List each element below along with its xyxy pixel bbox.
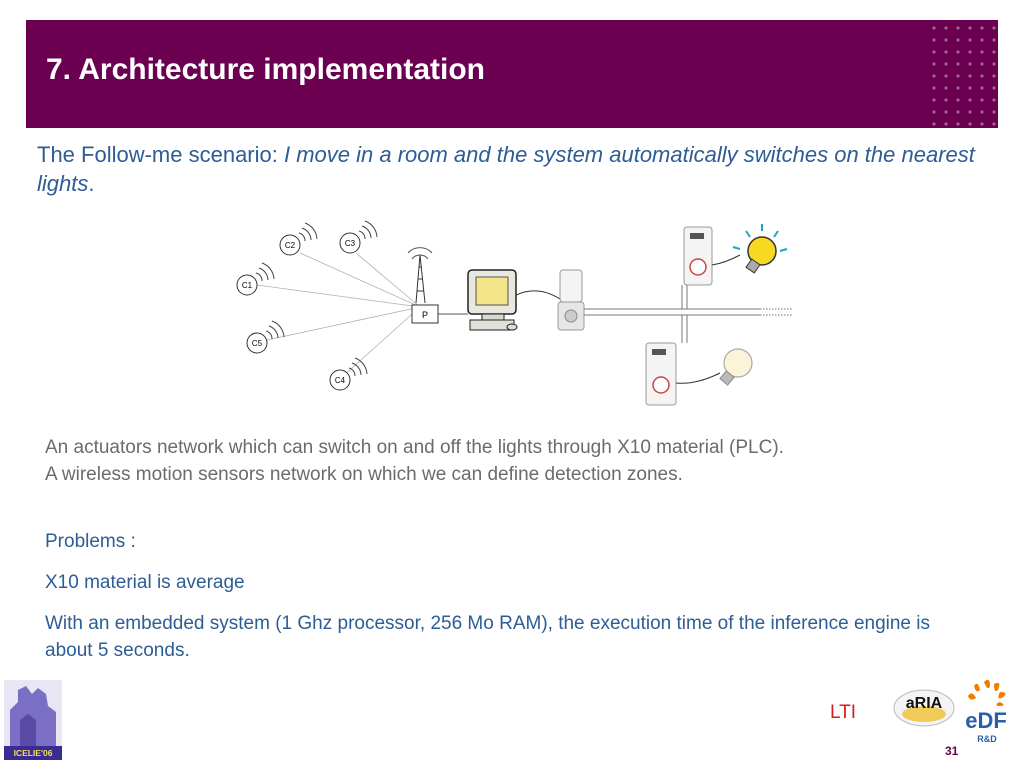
unlit-bulb-icon bbox=[719, 348, 753, 386]
sensor-c2-label: C2 bbox=[285, 241, 296, 250]
sensor-c5-label: C5 bbox=[252, 339, 263, 348]
scenario-prefix: The Follow-me scenario: bbox=[37, 142, 284, 167]
sensor-c2: C2 bbox=[279, 222, 318, 256]
aria-logo: aRIA bbox=[893, 689, 955, 727]
lit-bulb-icon bbox=[732, 224, 788, 274]
power-line bbox=[584, 285, 792, 343]
problem-item-2: With an embedded system (1 Ghz processor… bbox=[45, 613, 930, 661]
sensor-c5: C5 bbox=[246, 320, 285, 354]
problem-item-1: X10 material is average bbox=[45, 572, 245, 593]
sensor-c3: C3 bbox=[339, 220, 378, 254]
slide-title: 7. Architecture implementation bbox=[46, 53, 485, 86]
problems-block: Problems : X10 material is average With … bbox=[45, 528, 945, 678]
problems-heading: Problems : bbox=[45, 531, 136, 552]
page-number: 31 bbox=[945, 744, 959, 758]
description-line-1: An actuators network which can switch on… bbox=[45, 437, 784, 458]
scenario-italic: I move in a room and the system automati… bbox=[37, 142, 975, 196]
scenario-text: The Follow-me scenario: I move in a room… bbox=[37, 140, 977, 198]
sensor-c3-label: C3 bbox=[345, 239, 356, 248]
hub-box: P bbox=[411, 304, 439, 324]
architecture-diagram: C1 C2 C3 C4 C5 P bbox=[236, 220, 792, 406]
sensor-c1-label: C1 bbox=[242, 281, 253, 290]
edf-logo: eDF R&D bbox=[965, 679, 1007, 744]
lti-label: LTI bbox=[830, 702, 857, 723]
computer-icon bbox=[467, 269, 518, 331]
edf-logo-text: eDF bbox=[965, 708, 1007, 733]
title-bar: 7. Architecture implementation bbox=[26, 20, 998, 128]
description-line-2: A wireless motion sensors network on whi… bbox=[45, 464, 683, 485]
sensor-c1: C1 bbox=[236, 262, 275, 296]
outlet-module-top bbox=[683, 226, 713, 286]
description-block: An actuators network which can switch on… bbox=[45, 434, 985, 488]
antenna-tower bbox=[407, 247, 433, 304]
scenario-suffix: . bbox=[88, 171, 95, 196]
sensor-c4: C4 bbox=[329, 357, 368, 391]
edf-rd-text: R&D bbox=[977, 734, 997, 744]
title-dot-pattern bbox=[926, 20, 998, 128]
plc-module bbox=[557, 269, 585, 331]
sensor-links bbox=[256, 252, 421, 378]
outlet-module-bottom bbox=[645, 342, 677, 406]
sensor-c4-label: C4 bbox=[335, 376, 346, 385]
aria-logo-text: aRIA bbox=[906, 695, 943, 712]
icelie-logo-text: ICELIE'06 bbox=[14, 748, 53, 758]
hub-label: P bbox=[422, 310, 428, 320]
icelie-logo: ICELIE'06 bbox=[4, 680, 62, 760]
